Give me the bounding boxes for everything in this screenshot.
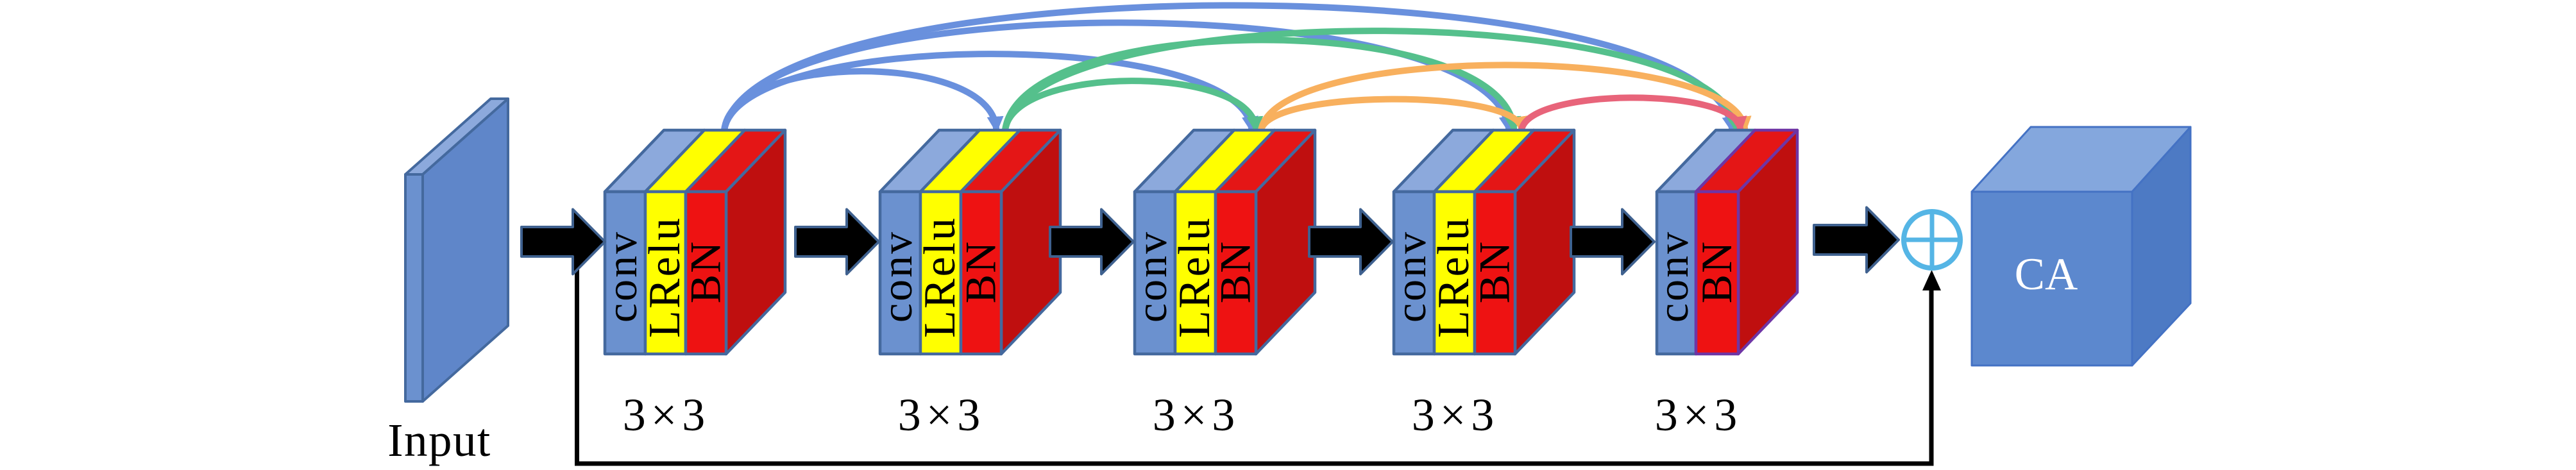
svg-text:BN: BN	[681, 240, 730, 303]
svg-text:3×3: 3×3	[1412, 389, 1500, 441]
svg-text:conv: conv	[872, 230, 921, 323]
svg-text:conv: conv	[1648, 230, 1697, 323]
svg-text:conv: conv	[1386, 230, 1435, 323]
svg-text:LRelu: LRelu	[915, 216, 965, 338]
svg-text:Input: Input	[387, 414, 491, 466]
svg-text:BN: BN	[1211, 240, 1260, 303]
svg-text:BN: BN	[1470, 240, 1519, 303]
svg-text:CA: CA	[2015, 249, 2078, 299]
svg-text:BN: BN	[1692, 240, 1741, 303]
svg-text:LRelu: LRelu	[640, 216, 690, 338]
svg-text:3×3: 3×3	[898, 389, 986, 441]
svg-text:LRelu: LRelu	[1170, 216, 1219, 338]
svg-text:3×3: 3×3	[623, 389, 711, 441]
svg-text:BN: BN	[956, 240, 1005, 303]
svg-text:conv: conv	[597, 230, 646, 323]
svg-text:3×3: 3×3	[1655, 389, 1743, 441]
svg-text:LRelu: LRelu	[1429, 216, 1479, 338]
svg-text:conv: conv	[1127, 230, 1176, 323]
svg-text:3×3: 3×3	[1153, 389, 1241, 441]
